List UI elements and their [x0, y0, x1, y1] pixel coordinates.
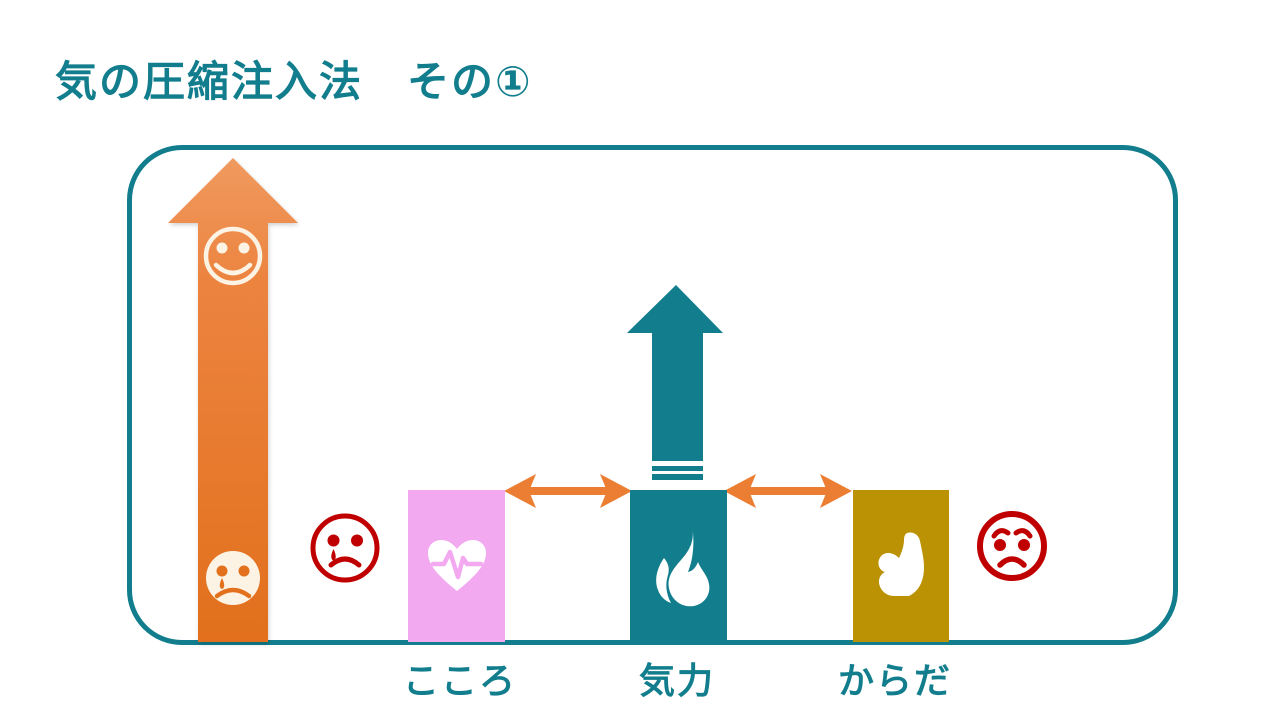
crying-face-icon [206, 551, 260, 605]
red-crying-emoji-icon [310, 513, 380, 583]
smiley-face-icon [203, 226, 263, 286]
red-worried-emoji-icon [977, 511, 1047, 581]
up-arrow-shape [168, 158, 298, 642]
bar-kiryoku [630, 490, 727, 642]
up-arrow-shape [627, 285, 723, 461]
muscle-icon [878, 532, 924, 596]
flame-icon [655, 526, 709, 607]
bar-karada [853, 490, 949, 642]
bar-label-kokoro: こころ [402, 660, 517, 701]
teal-up-arrow [627, 285, 723, 480]
bar-label-karada: からだ [837, 660, 952, 701]
bar-label-kiryoku: 気力 [638, 660, 715, 701]
orange-double-arrow-icon [724, 474, 852, 508]
diagram-frame [127, 145, 1178, 645]
heart-pulse-icon [427, 540, 486, 591]
page-title: 気の圧縮注入法 その① [55, 58, 533, 105]
orange-up-arrow [168, 158, 298, 642]
orange-double-arrow-icon [504, 474, 632, 508]
bar-kokoro [408, 490, 505, 642]
